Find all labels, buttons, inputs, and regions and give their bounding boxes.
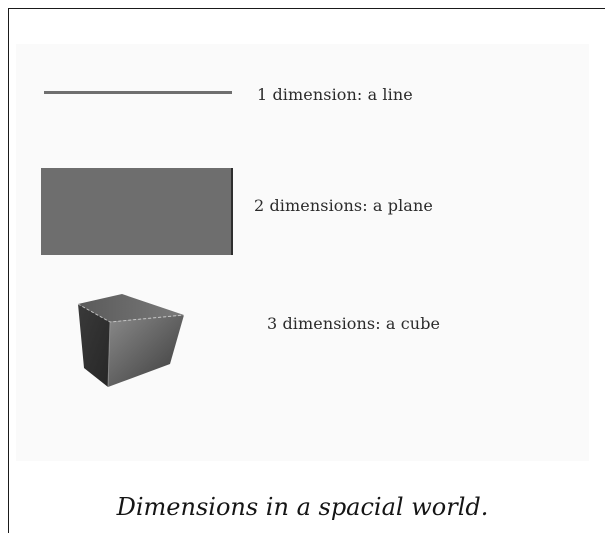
plane-icon bbox=[41, 168, 233, 255]
line-icon bbox=[44, 91, 232, 94]
frame-top-border bbox=[8, 8, 605, 9]
plane-label: 2 dimensions: a plane bbox=[254, 196, 433, 215]
line-label: 1 dimension: a line bbox=[257, 85, 413, 104]
cube-icon bbox=[77, 294, 185, 388]
figure-caption: Dimensions in a spacial world. bbox=[116, 493, 489, 521]
frame-left-border bbox=[8, 8, 9, 533]
cube-label: 3 dimensions: a cube bbox=[267, 314, 441, 333]
